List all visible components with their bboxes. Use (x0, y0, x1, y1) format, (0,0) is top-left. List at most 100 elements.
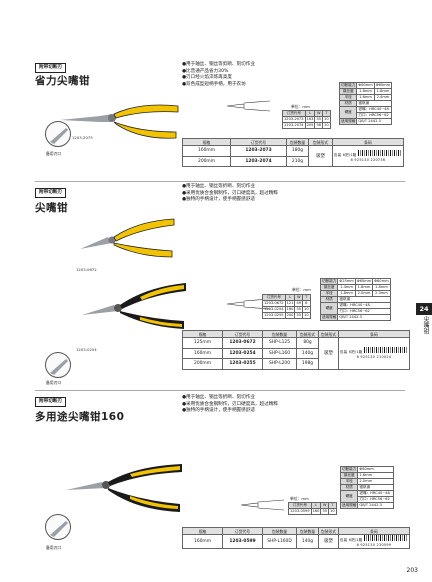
blade-detail-icon (45, 121, 71, 147)
table-cell: 包装 6把/1箱 6 925130 220736 (332, 145, 404, 167)
table-cell: 1203-0255 (262, 312, 286, 319)
table-cell: 钳嘴：HRC40~48 (357, 490, 395, 497)
table-cell: SHP-L200 (262, 358, 297, 370)
unit-label: 单位：mm (290, 496, 309, 501)
table-cell: 切断能力 (338, 82, 358, 89)
table-cell: 1.4mm (337, 284, 356, 291)
pliers-black-yellow-icon (82, 283, 186, 329)
table-cell: 适用规格 (339, 502, 359, 509)
inset-label: 备用刃口 (46, 545, 62, 550)
blade-detail-icon (45, 352, 71, 378)
table-cell: 条码 (332, 138, 404, 146)
table-cell: 包装数量 (296, 527, 319, 535)
feature-list: ●用于轴丝、钢丝等剪断、刻切作业 ●比普通产品省力30% ●刃口经火焰淬炼再高度… (182, 62, 255, 88)
table-cell: 1203-0599 (222, 534, 263, 549)
table-cell: Φ25mm (337, 278, 356, 285)
table-cell: 1203-2074 (282, 122, 306, 129)
table-cell: 适用规格 (319, 314, 339, 321)
product-code: 1203-0672 (76, 267, 97, 272)
table-cell: 硬度 (338, 106, 358, 119)
table-cell: 200mm (182, 155, 231, 167)
table-cell: Φ60mm (356, 82, 375, 89)
table-cell: 1203-2073 (230, 145, 287, 157)
table-cell: SHP-L125 (262, 337, 297, 349)
feature-item: ●采用优质合金钢制作，刃口硬度高，超过精粹 (182, 190, 278, 196)
table-cell: 140g (296, 534, 319, 549)
table-cell: 125mm (182, 337, 223, 349)
table-cell: 10 (302, 312, 311, 319)
table-cell: 1203-0254 (222, 347, 263, 359)
table-cell: 刃口：HRC56~62 (356, 112, 393, 119)
pliers-black-yellow-icon (66, 464, 182, 512)
table-cell: 1.6mm (356, 94, 375, 101)
table-cell: SHP-L160D (262, 534, 297, 549)
table-cell: QB/T 2442.3 (356, 118, 393, 125)
table-cell: Φ60mm (372, 278, 391, 285)
table-cell: 205 (304, 122, 316, 129)
cutting-edge-tag: 附带切断刃 (35, 188, 66, 198)
table-cell: 硬度 (319, 302, 339, 315)
table-cell: 140g (296, 347, 319, 359)
side-tab-number: 24 (416, 303, 432, 315)
pliers-diagram-icon (226, 100, 271, 112)
product-title: 多用途尖嘴钳160 (35, 411, 125, 423)
table-cell: 1203-0254 (262, 306, 286, 313)
table-cell: 吸塑 (308, 145, 333, 167)
section-divider (35, 181, 405, 182)
table-cell: 55 (294, 312, 304, 319)
table-cell: Φ60mm (373, 82, 393, 89)
table-cell: 2.0mm (354, 290, 374, 297)
table-cell: 切断能力 (319, 278, 339, 285)
table-cell: 1203-2073 (282, 116, 306, 123)
table-cell: 1.8mm (373, 88, 393, 95)
table-cell: 包装形式 (308, 138, 333, 146)
inset-label: 备用刃口 (46, 380, 62, 385)
table-cell: 条码 (338, 330, 410, 338)
table-cell: 包装数量 (262, 527, 297, 535)
feature-item: ●刃口经火焰淬炼再高度 (182, 75, 232, 81)
unit-label: 单位：mm (292, 287, 311, 292)
table-cell: 包装数量 (262, 330, 297, 338)
table-cell: 210g (286, 155, 309, 167)
table-cell: QB/T 2442.3 (337, 314, 391, 321)
unit-label: 单位：mm (291, 104, 310, 109)
feature-item: ●用于轴丝、钢丝等折断、刻切作业 (182, 184, 255, 189)
table-cell: 规格 (182, 138, 231, 146)
table-cell: 包装 6把/1箱 6 925130 230599 (338, 534, 410, 549)
table-cell: 刃口：HRC56~62 (357, 496, 395, 503)
table-cell: 1.8mm (337, 290, 356, 297)
table-cell: 切断能力 (339, 466, 359, 473)
table-cell: 规格 (182, 527, 223, 535)
table-cell: 包装数量 (286, 138, 309, 146)
table-cell: 1.8mm (356, 88, 375, 95)
pliers-yellow-icon (60, 104, 179, 139)
side-tab-label: 尖嘴钳 (422, 316, 429, 334)
page-number: 203 (406, 567, 418, 574)
table-cell: 55 (320, 508, 330, 515)
feature-item: ●独特的手柄设计，使手柄握感舒适 (182, 408, 255, 414)
inset-label: 备用刃口 (46, 151, 62, 156)
product-code: 1203-0254 (76, 347, 97, 352)
section-divider (35, 390, 405, 391)
table-cell: 吸塑 (318, 337, 339, 370)
table-cell: Φ60mm (354, 278, 374, 285)
table-cell: 200mm (182, 358, 223, 370)
barcode (357, 149, 402, 156)
table-cell: 订货代号 (230, 138, 287, 146)
table-cell: 160mm (182, 145, 231, 157)
table-cell: 2.4mm (373, 94, 393, 101)
table-cell: 1.8mm (372, 284, 391, 291)
cutting-edge-tag: 附带切断刃 (35, 63, 66, 73)
table-cell: 200 (284, 312, 296, 319)
table-cell: 160 (310, 508, 322, 515)
